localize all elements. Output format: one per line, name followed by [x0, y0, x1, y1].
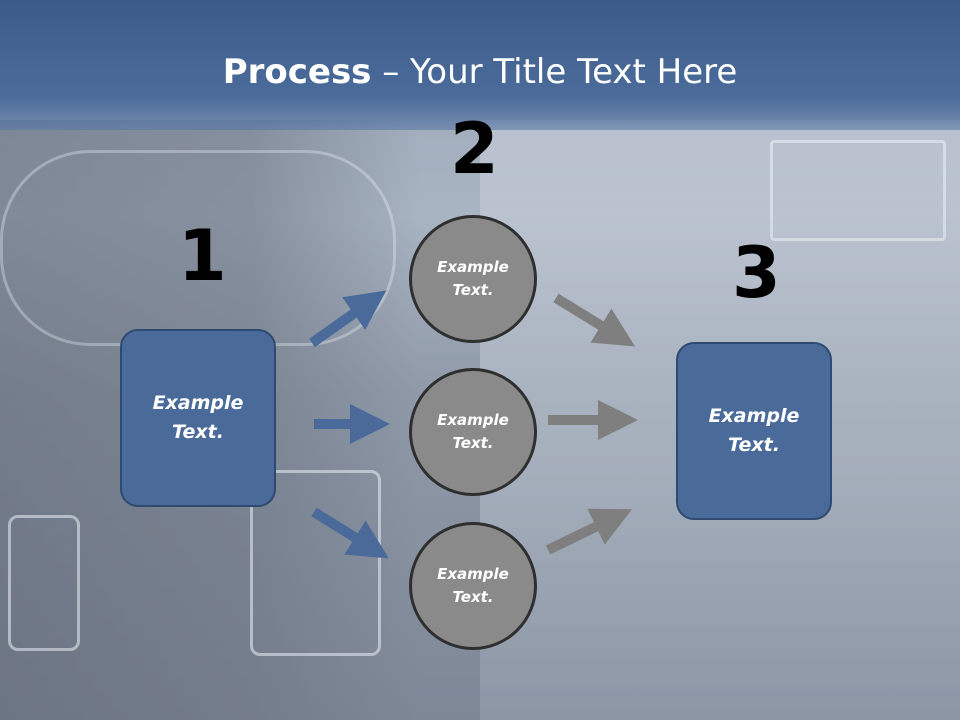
sketch-monitor	[770, 140, 946, 241]
step-circle-1: Example Text.	[409, 215, 537, 343]
arrow-step1-to-circle1	[309, 290, 387, 348]
sketch-tablet	[250, 470, 381, 656]
title-bold: Process	[222, 52, 372, 92]
step-box-3: Example Text.	[676, 342, 832, 520]
step-circle-3: Example Text.	[409, 522, 537, 650]
title-bar	[0, 0, 960, 130]
arrow-circle3-to-step3	[545, 508, 632, 555]
arrow-circle1-to-step3	[553, 293, 636, 347]
step-box-1: Example Text.	[120, 329, 276, 507]
step-number-2: 2	[450, 108, 499, 190]
arrow-step1-to-circle3	[311, 507, 389, 559]
sketch-phone	[8, 515, 80, 651]
step-number-3: 3	[732, 232, 781, 314]
step-circle-2: Example Text.	[409, 368, 537, 496]
step-number-1: 1	[178, 215, 227, 297]
page-title: Process – Your Title Text Here	[0, 52, 960, 92]
title-rest: – Your Title Text Here	[371, 52, 738, 92]
